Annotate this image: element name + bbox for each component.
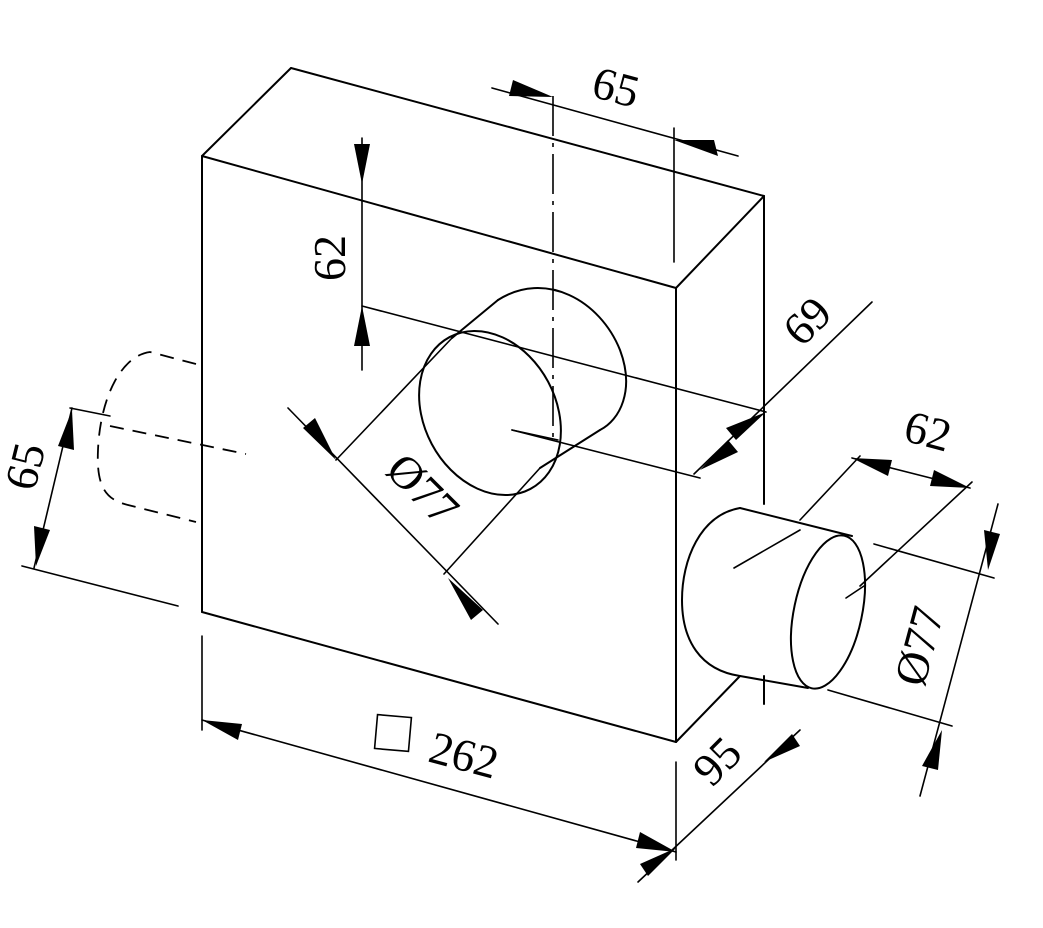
dim-65-left-ext-upper (69, 407, 111, 417)
dim-262-arrow-left (202, 720, 242, 740)
dim-65-top-arrow-left (509, 80, 553, 97)
dim-pin-dia-ext-lower (827, 689, 953, 727)
block-body (201, 67, 765, 743)
dim-69-label: 69 (773, 287, 842, 356)
pin-base-arc (681, 507, 741, 677)
right-pin (681, 507, 867, 690)
dim-65-top-label: 65 (587, 56, 645, 117)
hole-horizontal-centerline (361, 305, 767, 413)
dim-62-pin-arrow-left (852, 458, 892, 476)
dim-262-label: 262 (424, 721, 504, 788)
hole-front-ellipse (418, 329, 562, 497)
dim-65-left-label: 65 (0, 438, 55, 495)
hole-back-arc (497, 287, 628, 431)
dim-62-arrow-bottom (354, 306, 370, 346)
dim-262-arrow-right (636, 832, 676, 852)
hidden-rear-pin (96, 351, 247, 523)
dim-69: 69 (693, 287, 873, 475)
pin-axis-end (845, 585, 865, 599)
dim-65-left: 65 (0, 407, 179, 607)
dim-hole-dia-ext-lower (443, 467, 541, 575)
pin-end-ellipse (789, 534, 867, 690)
dim-62-vertical: 62 (304, 137, 370, 371)
dim-62-pin-arrow-right (930, 470, 970, 488)
dim-262-line (201, 719, 677, 853)
center-lines (361, 96, 767, 479)
pin-bottom-silhouette (739, 675, 809, 689)
dim-hole-dia-arrow-upper (303, 418, 336, 460)
dim-62-label: 62 (304, 235, 355, 281)
hole-depth-extension (511, 429, 701, 479)
dim-pin-dia-arrow-lower (922, 730, 942, 770)
dim-62-pin-label: 62 (899, 400, 957, 461)
dim-pin-dia-arrow-upper (984, 530, 1000, 570)
dim-62-pin: 62 (799, 400, 973, 587)
front-face-bottom-edge (201, 611, 677, 743)
dim-69-arrow-upper (726, 412, 766, 440)
front-face-top-edge (201, 155, 677, 289)
dim-hole-diameter: Ø77 (287, 337, 541, 625)
right-face-bottom-edge (675, 675, 741, 743)
dim-62-pin-ext-right (859, 481, 973, 587)
dim-62-pin-ext-left (799, 455, 861, 521)
dim-65-left-arrow-upper (58, 410, 74, 450)
dim-95-arrow-upper (764, 734, 800, 762)
dim-pin-dia-ext-upper (873, 543, 995, 579)
pin-axis (733, 529, 801, 569)
hidden-pin-outline-top (96, 351, 197, 523)
pin-top-silhouette (739, 507, 853, 537)
dim-65-top: 65 (491, 56, 739, 263)
top-face-back-edge (290, 67, 765, 197)
hidden-pin-axis (109, 425, 247, 455)
hole-tangent-lower (539, 429, 601, 469)
dim-95-arrow-lower (640, 848, 676, 876)
dim-pin-dia-label: Ø77 (884, 601, 954, 691)
square-symbol (373, 713, 413, 753)
dim-hole-dia-label: Ø77 (377, 443, 469, 535)
dim-65-top-arrow-right (674, 140, 718, 156)
dim-65-left-arrow-lower (34, 526, 50, 566)
top-face-right-edge (675, 195, 765, 289)
dim-hole-dia-arrow-lower (448, 578, 483, 620)
dim-pin-diameter: Ø77 (827, 503, 1000, 797)
dim-hole-dia-ext-upper (335, 337, 453, 461)
top-face-back-left-edge (201, 67, 292, 157)
dim-69-arrow-lower (700, 440, 738, 470)
dim-95: 95 (637, 727, 801, 883)
dim-65-left-ext-lower (21, 565, 179, 607)
dim-62-arrow-top (354, 144, 370, 184)
dim-262: 262 (201, 635, 677, 861)
